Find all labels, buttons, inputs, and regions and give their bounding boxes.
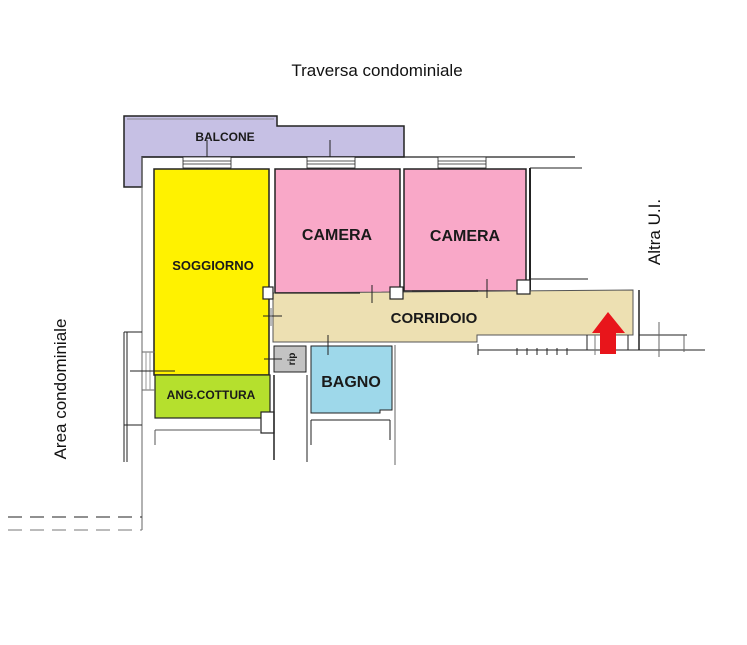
room-label-soggiorno: SOGGIORNO: [172, 258, 254, 273]
misc-walls: [8, 279, 705, 531]
room-label-balcone: BALCONE: [195, 130, 254, 144]
room-camera-1: CAMERA: [274, 168, 401, 294]
room-label-bagno: BAGNO: [321, 374, 381, 391]
top-street-label: Traversa condominiale: [291, 61, 462, 80]
door-frames: [260, 279, 531, 434]
left-area-label: Area condominiale: [51, 319, 70, 460]
room-label-camera-2: CAMERA: [430, 228, 501, 245]
room-label-ripostiglio: rip: [287, 353, 298, 366]
room-ripostiglio: rip: [273, 345, 307, 373]
entrance-arrow-icon: [592, 312, 625, 354]
walls: [141, 156, 588, 530]
room-label-ang-cottura: ANG.COTTURA: [167, 388, 256, 402]
room-label-camera-1: CAMERA: [302, 227, 373, 244]
room-bagno: BAGNO: [310, 345, 393, 414]
room-camera-2: CAMERA: [403, 168, 527, 292]
room-soggiorno: SOGGIORNO: [153, 168, 270, 376]
room-corridoio: CORRIDOIO: [272, 289, 634, 343]
right-unit-label: Altra U.I.: [645, 199, 664, 265]
room-ang-cottura: ANG.COTTURA: [154, 374, 271, 419]
room-label-corridoio: CORRIDOIO: [391, 310, 478, 327]
